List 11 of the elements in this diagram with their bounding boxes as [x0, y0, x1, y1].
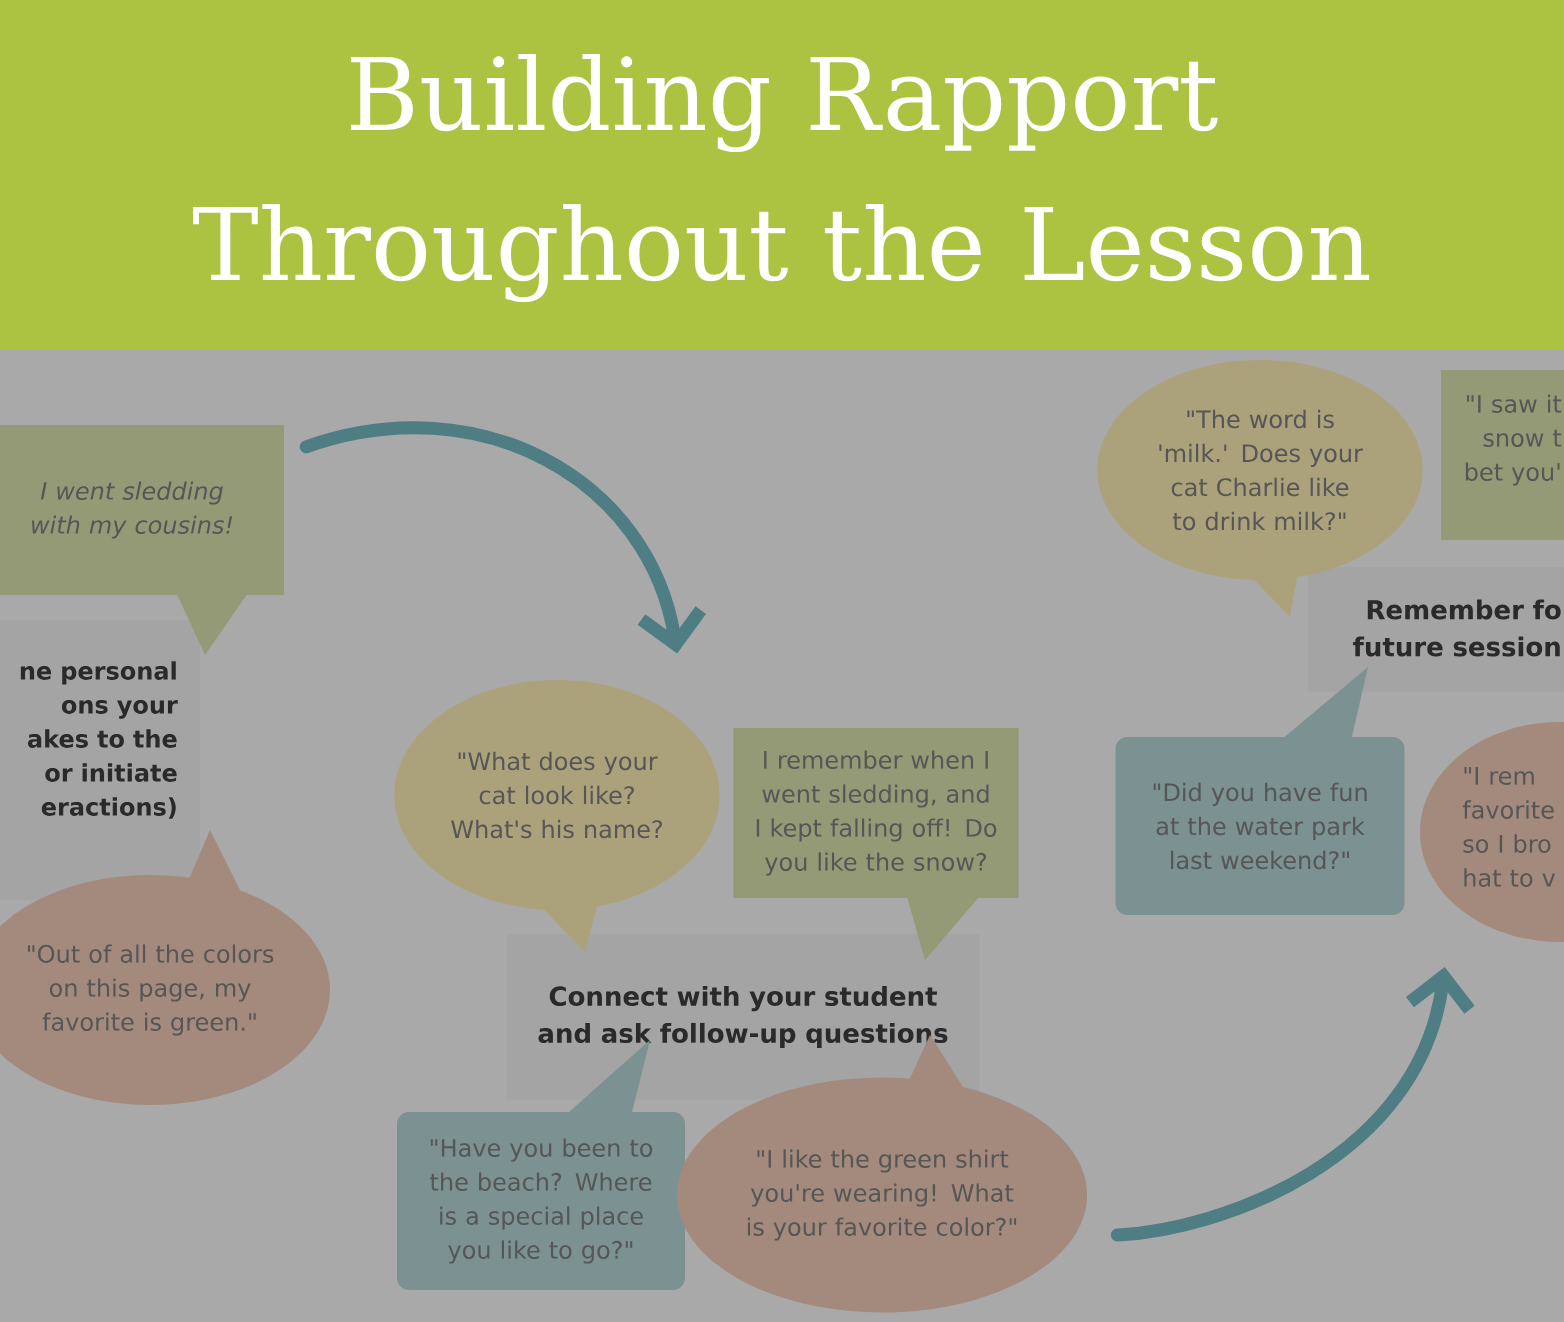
curved-arrow [1110, 967, 1475, 1242]
speech-bubble: I went sledding with my cousins! [0, 425, 284, 655]
speech-bubble: I remember when I went sledding, and I kept falling off! Do you like the snow? [733, 728, 1019, 960]
curved-arrow [299, 421, 706, 654]
speech-bubble: "What does your cat look like? What's his name? [394, 680, 720, 952]
speech-bubble: "Out of all the colors on this page, my favorite is green." [0, 830, 330, 1105]
speech-bubble: "I saw it snow t bet you' [1441, 370, 1564, 540]
title-banner: Building Rapport Throughout the Lesson [0, 0, 1564, 350]
speech-bubble: "Did you have fun at the water park last weekend?" [1115, 667, 1405, 915]
topic-box: Remember fo future session [1308, 567, 1564, 692]
speech-bubble: "I rem favorite so I bro hat to v [1420, 722, 1564, 942]
